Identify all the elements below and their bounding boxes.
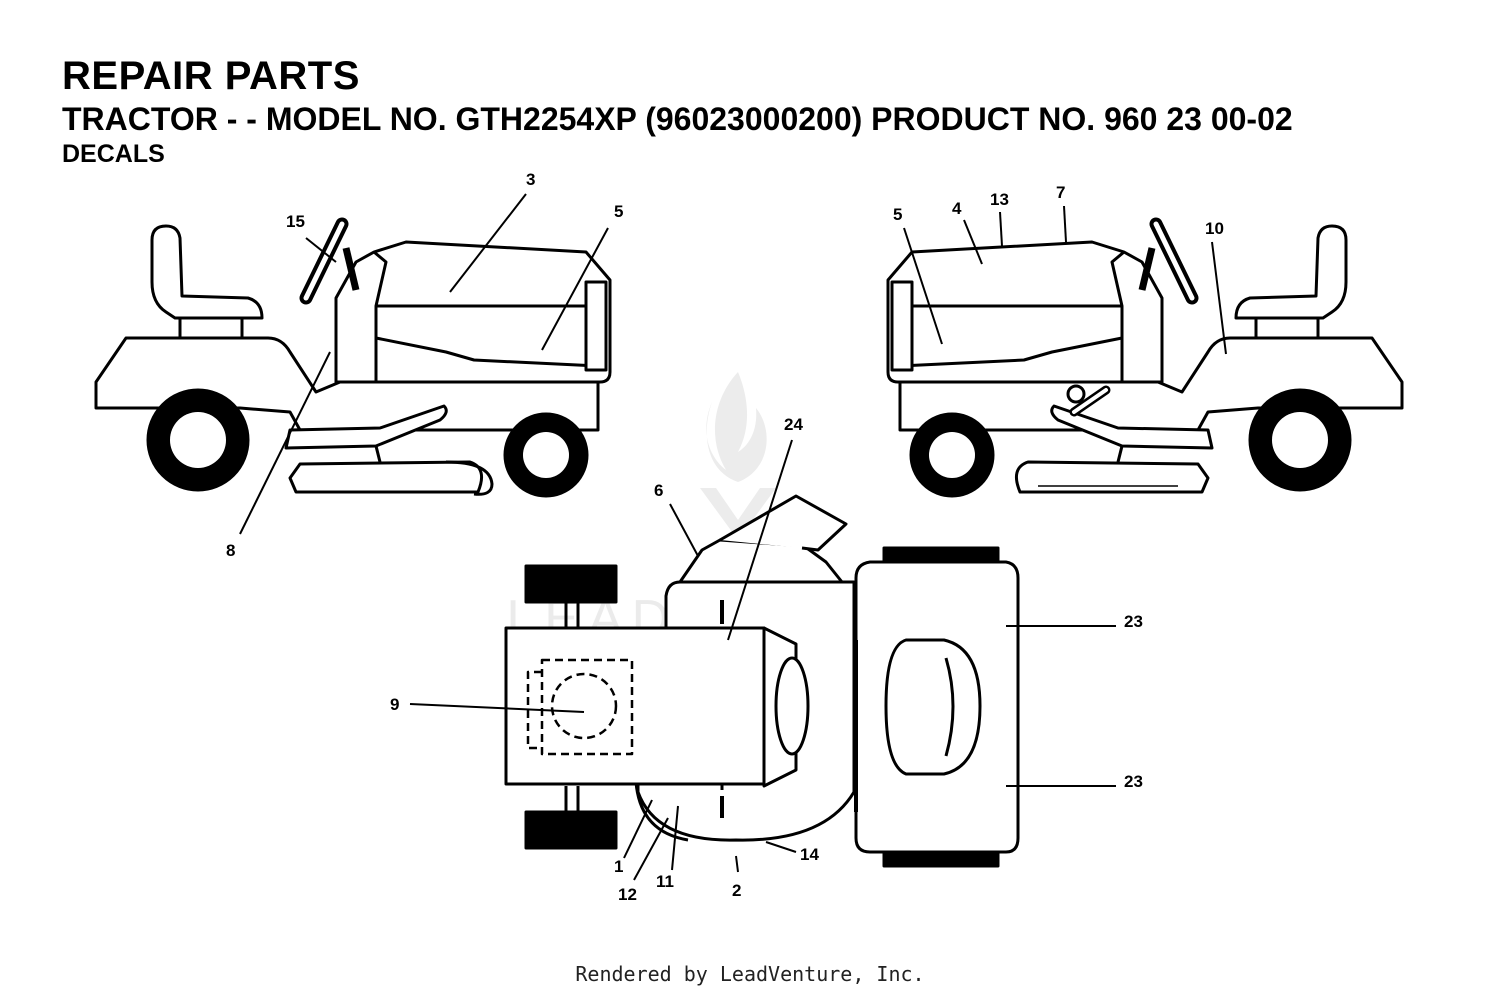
leader-15 xyxy=(305,237,337,263)
right-lever-knob xyxy=(1066,384,1086,404)
leader-7 xyxy=(1063,205,1067,243)
top-front-wheel-lower xyxy=(524,810,618,850)
left-deck-hanger xyxy=(374,445,382,463)
leader-3 xyxy=(449,193,527,293)
callout-12: 12 xyxy=(618,885,637,904)
right-deck-hanger xyxy=(1116,445,1124,463)
seat xyxy=(1234,224,1348,320)
left-hood-edge xyxy=(373,250,388,382)
leader-5-right xyxy=(903,227,943,345)
watermark-flame-icon xyxy=(706,372,767,482)
right-headlight xyxy=(890,280,914,372)
top-seat-curve xyxy=(944,657,955,757)
seat xyxy=(150,224,264,320)
leader-12 xyxy=(633,817,669,881)
page-title: REPAIR PARTS xyxy=(62,54,360,98)
callout-13: 13 xyxy=(990,190,1009,209)
leader-1 xyxy=(623,799,653,859)
leader-6 xyxy=(669,503,699,557)
leader-24 xyxy=(727,439,793,641)
callout-15: 15 xyxy=(286,212,305,231)
callout-14: 14 xyxy=(800,845,819,864)
top-seat xyxy=(884,638,982,776)
callout-9: 9 xyxy=(390,695,399,714)
right-grille-line xyxy=(899,336,1123,368)
right-rear-hub xyxy=(1272,412,1328,468)
right-lift-lever-inner xyxy=(1072,388,1108,414)
leader-10 xyxy=(1211,241,1227,355)
top-front-wheel-upper xyxy=(524,564,618,604)
callout-3: 3 xyxy=(526,170,535,189)
right-hood-edge xyxy=(1110,250,1125,382)
leader-lines xyxy=(239,193,1227,881)
top-hood-decal-circle xyxy=(550,672,618,740)
left-steering-column xyxy=(342,247,360,291)
leader-13 xyxy=(999,211,1003,247)
leader-11 xyxy=(671,805,679,871)
leader-5-left xyxy=(541,227,609,351)
left-deck-chute xyxy=(445,460,494,496)
top-dash-gauge xyxy=(774,656,810,756)
top-hood-decal-dashed xyxy=(540,658,634,756)
seat-base xyxy=(1254,316,1320,340)
callout-24: 24 xyxy=(784,415,803,434)
leader-8 xyxy=(239,351,331,535)
right-footrest xyxy=(1050,404,1214,450)
callout-5-right: 5 xyxy=(893,205,902,224)
watermark-v-icon xyxy=(700,488,776,540)
left-side-tractor xyxy=(94,217,612,498)
right-side-tractor xyxy=(886,217,1404,498)
right-front-hub xyxy=(929,432,975,478)
top-steering-wheel xyxy=(719,494,848,552)
diagram-header: REPAIR PARTS TRACTOR - - MODEL NO. GTH22… xyxy=(62,52,1293,170)
top-view-tractor xyxy=(504,494,1020,868)
left-footrest xyxy=(284,404,448,450)
left-front-hub xyxy=(523,432,569,478)
right-mower-deck xyxy=(1014,460,1210,494)
model-line: TRACTOR - - MODEL NO. GTH2254XP (9602300… xyxy=(62,101,1293,137)
leader-14 xyxy=(765,841,797,853)
callout-4: 4 xyxy=(952,199,962,218)
callout-11: 11 xyxy=(656,872,674,891)
left-mower-deck xyxy=(288,460,484,494)
left-headlight xyxy=(584,280,608,372)
right-steering-wheel-inner xyxy=(1153,221,1195,301)
callout-8: 8 xyxy=(226,541,235,560)
right-steering-column xyxy=(1138,247,1156,291)
top-front-axle-stubs xyxy=(564,602,580,812)
left-grille-line xyxy=(375,336,599,368)
callout-23-upper: 23 xyxy=(1124,612,1143,631)
leader-9 xyxy=(409,703,585,713)
leader-4 xyxy=(963,219,983,265)
callout-labels: 3 5 15 8 5 4 13 7 10 24 6 23 23 9 1 12 1… xyxy=(226,170,1224,904)
seat-base xyxy=(178,316,244,340)
top-hood xyxy=(504,626,766,786)
callout-1: 1 xyxy=(614,857,623,876)
left-rear-hub xyxy=(170,412,226,468)
callout-2: 2 xyxy=(732,881,741,900)
left-steering-wheel-inner xyxy=(303,221,345,301)
leader-2 xyxy=(735,855,739,873)
callout-5-left: 5 xyxy=(614,202,623,221)
callout-6: 6 xyxy=(654,481,663,500)
footer-credit: Rendered by LeadVenture, Inc. xyxy=(575,962,925,986)
section-title: DECALS xyxy=(62,140,165,168)
top-lift-arc-inner xyxy=(634,781,689,842)
callout-23-lower: 23 xyxy=(1124,772,1143,791)
callout-10: 10 xyxy=(1205,219,1224,238)
callout-7: 7 xyxy=(1056,183,1065,202)
